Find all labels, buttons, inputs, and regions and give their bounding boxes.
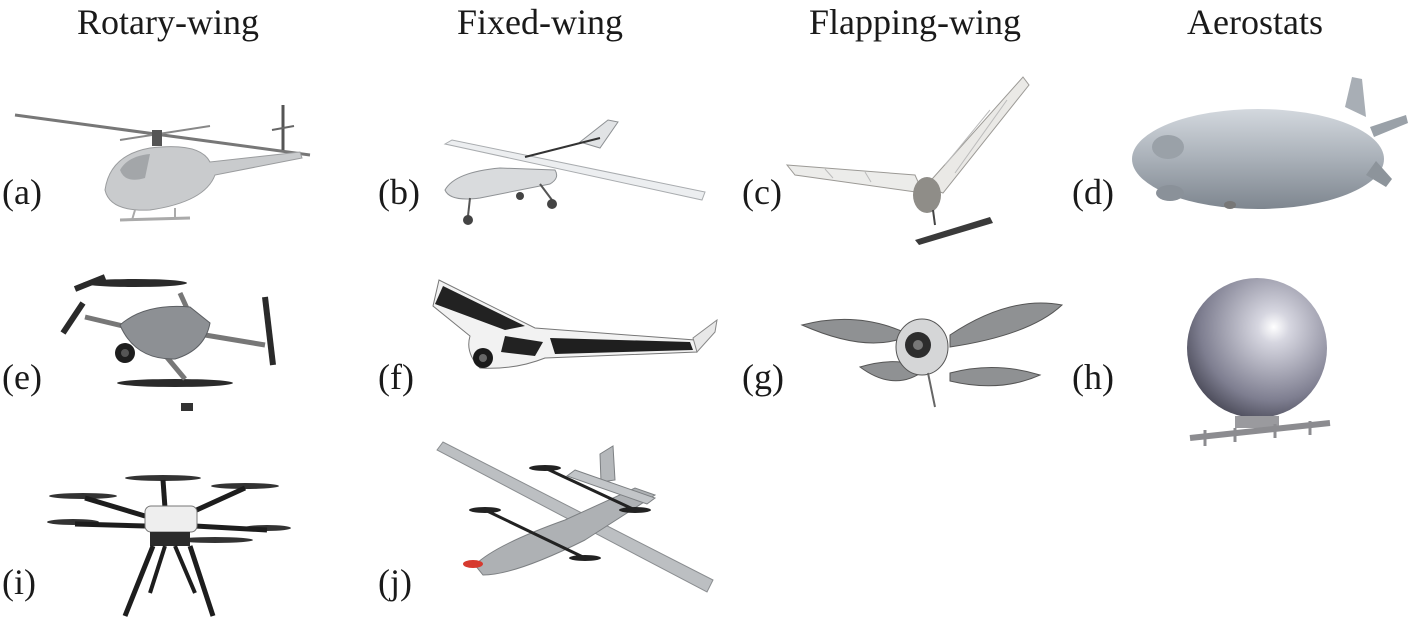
panel-label-i: (i): [2, 562, 36, 602]
flying-wing-drone-icon: [425, 278, 720, 378]
column-header-aerostats: Aerostats: [1187, 2, 1323, 42]
airship-icon: [1130, 75, 1412, 215]
panel-label-c: (c): [742, 172, 782, 212]
column-header-rotary-wing: Rotary-wing: [77, 2, 259, 42]
panel-label-j: (j): [378, 562, 412, 602]
panel-label-h: (h): [1072, 357, 1114, 397]
panel-label-a: (a): [2, 172, 42, 212]
panel-label-b: (b): [378, 172, 420, 212]
vtol-fixed-wing-icon: [435, 440, 717, 615]
flapping-wing-bird-robot-icon: [785, 75, 1030, 250]
panel-label-d: (d): [1072, 172, 1114, 212]
fixed-wing-uav-icon: [440, 112, 710, 232]
hexacopter-icon: [45, 468, 291, 628]
panel-label-g: (g): [742, 357, 784, 397]
column-header-fixed-wing: Fixed-wing: [457, 2, 623, 42]
insect-flapping-robot-icon: [800, 295, 1065, 410]
quadcopter-icon: [55, 274, 285, 415]
unmanned-helicopter-icon: [10, 100, 330, 230]
spherical-balloon-icon: [1175, 278, 1340, 453]
column-header-flapping-wing: Flapping-wing: [809, 2, 1021, 42]
panel-label-f: (f): [378, 357, 414, 397]
panel-label-e: (e): [2, 357, 42, 397]
